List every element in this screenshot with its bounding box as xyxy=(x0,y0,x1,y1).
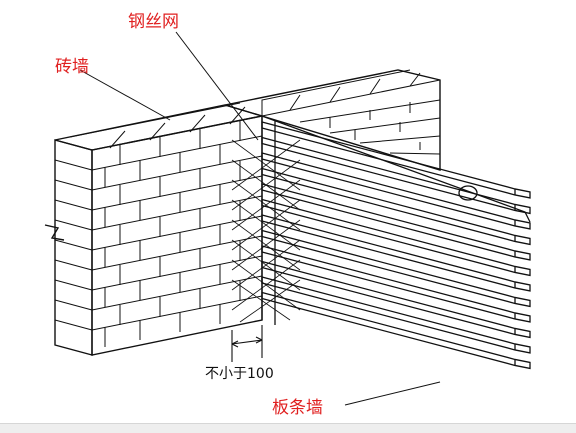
strip-wall-opening xyxy=(458,185,478,201)
wire-mesh-label: 钢丝网 xyxy=(128,12,179,32)
brick-wall-end-face xyxy=(54,139,93,356)
brick-wall-top-face xyxy=(54,104,263,151)
brick-wall-label: 砖墙 xyxy=(55,57,89,77)
dimension-marker xyxy=(231,325,263,362)
wire-mesh-leader xyxy=(175,31,259,141)
leader-lines xyxy=(79,31,441,406)
strip-board xyxy=(261,229,531,308)
strip-board xyxy=(261,214,531,292)
strip-board xyxy=(261,136,531,215)
strip-wall-frame xyxy=(261,115,531,325)
brick-wall-front-face xyxy=(91,115,263,356)
strip-wall-leader xyxy=(344,381,441,406)
brick-wall xyxy=(44,102,263,356)
strip-board xyxy=(261,291,531,370)
brick-wall-leader xyxy=(79,69,171,121)
strip-board xyxy=(261,245,531,323)
strip-board xyxy=(261,198,531,277)
strip-board xyxy=(261,260,531,339)
strip-board xyxy=(261,121,531,199)
strip-board xyxy=(261,183,531,261)
strip-board xyxy=(261,276,531,354)
min-spacing-label: 不小于100 xyxy=(205,366,274,382)
brick-wall-back xyxy=(224,69,441,171)
strip-wall xyxy=(261,115,531,370)
bottom-rule xyxy=(0,423,576,433)
strip-wall-label: 板条墙 xyxy=(272,398,323,418)
strip-board xyxy=(261,167,531,246)
